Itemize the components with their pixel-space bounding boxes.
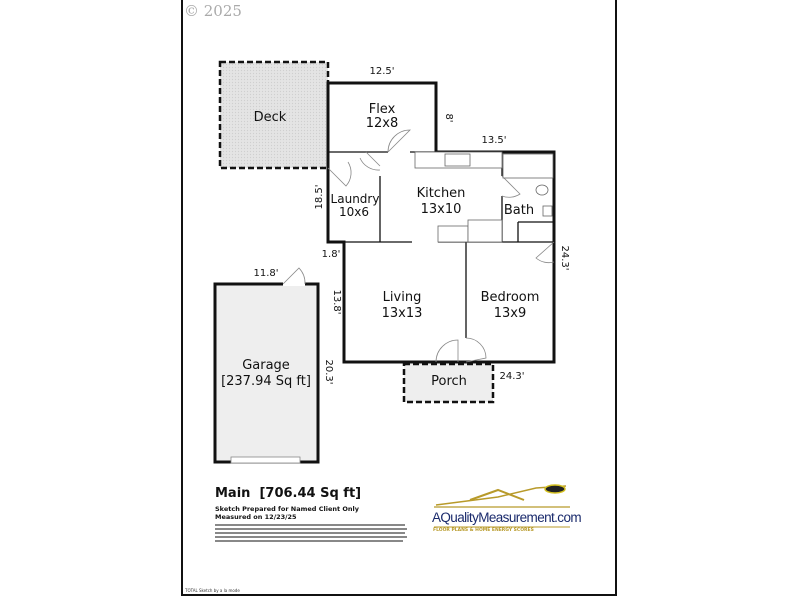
logo-name: AQualityMeasurement.com bbox=[432, 510, 582, 525]
measured-date: Measured on 12/23/25 bbox=[215, 513, 297, 521]
kitchen-counter-lower bbox=[467, 219, 503, 243]
room-size-flex: 12x8 bbox=[366, 116, 399, 131]
copyright-watermark: © 2025 bbox=[184, 2, 242, 20]
garage-door-opening bbox=[283, 282, 305, 286]
dim-step: 1.8' bbox=[322, 249, 341, 260]
room-label-flex: Flex bbox=[369, 102, 396, 117]
dim-right-side: 24.3' bbox=[559, 245, 570, 270]
dim-garage-top: 11.8' bbox=[253, 268, 278, 279]
room-size-living: 13x13 bbox=[382, 306, 423, 321]
prepared-note: Sketch Prepared for Named Client Only bbox=[215, 505, 359, 513]
room-label-deck: Deck bbox=[254, 110, 287, 125]
bathtub bbox=[502, 153, 554, 179]
room-label-laundry: Laundry bbox=[331, 192, 380, 206]
garage-vehicle-door bbox=[230, 456, 301, 464]
bath-sink bbox=[542, 205, 553, 217]
toilet bbox=[535, 184, 549, 196]
dim-left-side: 18.5' bbox=[314, 184, 325, 209]
room-label-living: Living bbox=[383, 290, 422, 305]
room-size-laundry: 10x6 bbox=[339, 205, 369, 219]
dim-kitchen-top: 13.5' bbox=[481, 135, 506, 146]
kitchen-sink bbox=[444, 153, 471, 167]
room-size-kitchen: 13x10 bbox=[421, 202, 462, 217]
room-label-porch: Porch bbox=[431, 374, 467, 389]
room-label-bath: Bath bbox=[504, 203, 534, 218]
disclaimer-text bbox=[215, 536, 407, 538]
software-credit: TOTAL Sketch by a la mode bbox=[185, 588, 240, 593]
room-size-bedroom: 13x9 bbox=[494, 306, 527, 321]
garage-door-swing bbox=[282, 267, 306, 285]
porch-area bbox=[402, 362, 495, 404]
disclaimer-text bbox=[215, 532, 405, 534]
disclaimer-text bbox=[215, 528, 407, 530]
room-label-kitchen: Kitchen bbox=[417, 186, 466, 201]
garage-area bbox=[213, 282, 320, 464]
main-area-title: Main [706.44 Sq ft] bbox=[215, 486, 362, 501]
dim-flex-right: 8' bbox=[443, 113, 454, 122]
deck-area bbox=[218, 60, 330, 170]
room-area-garage: [237.94 Sq ft] bbox=[221, 374, 311, 389]
dim-living-left: 13.8' bbox=[331, 289, 342, 314]
door-swings bbox=[327, 129, 555, 363]
dim-bottom: 24.3' bbox=[499, 371, 524, 382]
room-label-bedroom: Bedroom bbox=[481, 290, 540, 305]
logo-tagline: FLOOR PLANS & HOME ENERGY SCORES bbox=[433, 528, 534, 533]
room-label-garage: Garage bbox=[242, 358, 290, 373]
disclaimer-text bbox=[215, 540, 403, 542]
disclaimer-text bbox=[215, 524, 405, 526]
dim-garage-right: 20.3' bbox=[323, 359, 334, 384]
dim-flex-top: 12.5' bbox=[369, 66, 394, 77]
logo-house-icon bbox=[434, 484, 570, 528]
stove bbox=[437, 225, 469, 243]
fixtures bbox=[414, 151, 554, 243]
